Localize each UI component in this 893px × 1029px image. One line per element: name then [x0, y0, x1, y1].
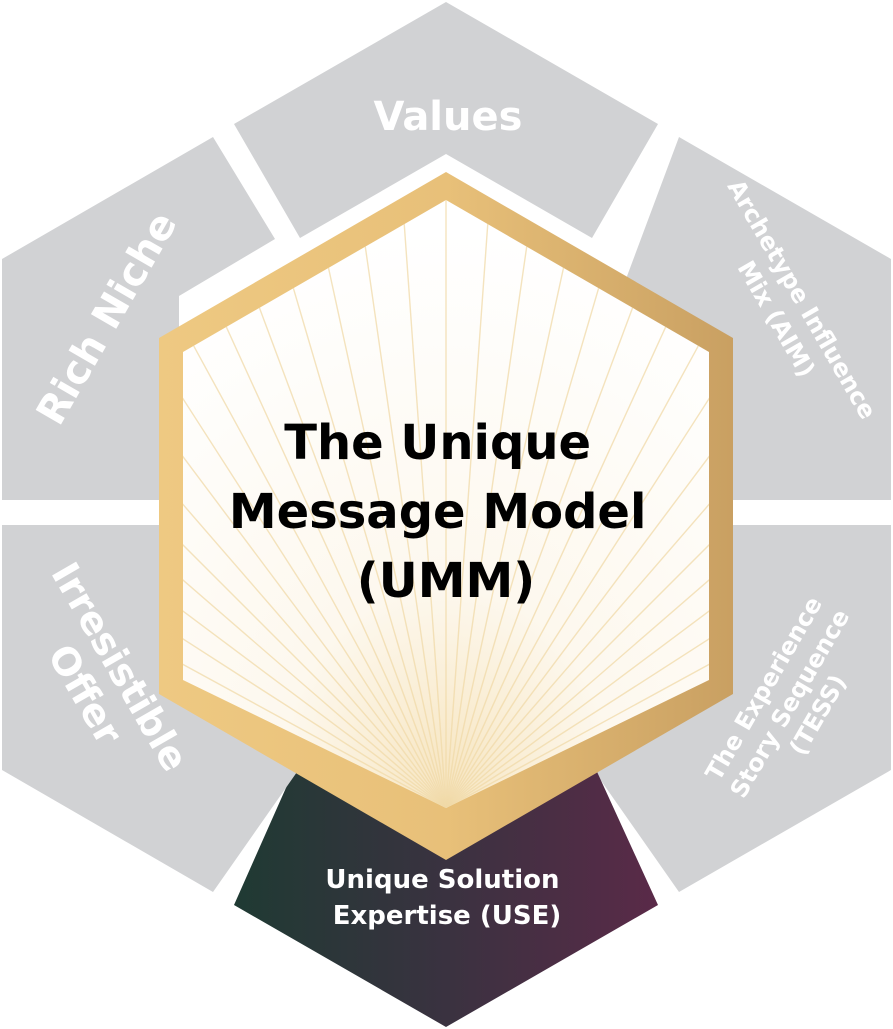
center-title: The Unique Message Model (UMM) — [229, 415, 663, 609]
sunburst-ray — [183, 247, 447, 808]
sunburst-ray — [445, 349, 709, 808]
sunburst-ray — [183, 349, 447, 808]
label-values: Values — [374, 94, 523, 140]
sunburst-ray — [183, 312, 447, 808]
label-use-line-2: Expertise (USE) — [333, 901, 561, 931]
sunburst-ray — [445, 471, 709, 808]
sunburst-ray — [445, 200, 497, 808]
sunburst-ray — [395, 200, 447, 808]
sunburst-ray — [445, 278, 709, 808]
center-title-line-2: Message Model — [229, 484, 647, 540]
segment-use[interactable] — [234, 763, 658, 1027]
sunburst-ray — [183, 387, 447, 808]
sunburst-ray — [183, 278, 447, 808]
label-use-line-1: Unique Solution — [325, 865, 559, 895]
center-title-line-1: The Unique — [284, 415, 591, 471]
sunburst-ray — [445, 247, 709, 808]
sunburst-ray — [183, 428, 447, 808]
segment-values — [234, 2, 658, 238]
sunburst-ray — [445, 200, 709, 808]
sunburst-ray — [183, 471, 447, 808]
sunburst-ray — [183, 200, 447, 808]
segment-rich-niche — [2, 137, 275, 500]
sunburst-ray — [445, 218, 709, 808]
segment-irresistible-offer — [2, 525, 297, 892]
label-use: Unique Solution Expertise (USE) — [325, 865, 568, 931]
sunburst-ray — [183, 218, 447, 808]
center-title-line-3: (UMM) — [357, 553, 535, 609]
sunburst-ray — [445, 387, 709, 808]
segment-archetype — [617, 137, 891, 500]
sunburst-ray — [445, 428, 709, 808]
sunburst-ray — [445, 312, 709, 808]
segment-tess — [595, 525, 891, 892]
